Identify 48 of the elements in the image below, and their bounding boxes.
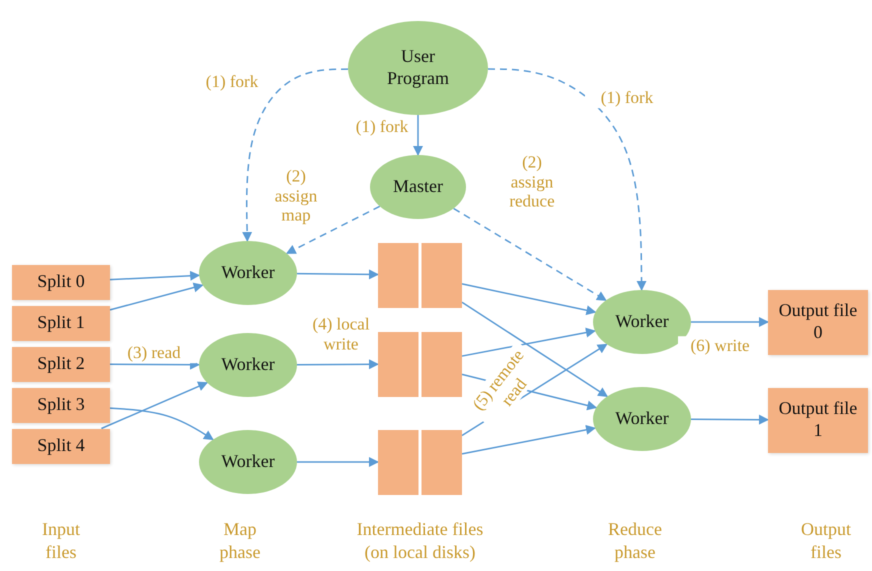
arrow <box>462 283 596 316</box>
arrow <box>462 424 596 455</box>
dashed-arrow <box>286 206 380 254</box>
arrow <box>296 269 379 280</box>
arrow <box>110 407 214 440</box>
file-box <box>768 388 868 452</box>
node-label: Output file 1 <box>778 398 858 442</box>
node-label: User Program <box>386 46 450 90</box>
arrow <box>691 414 769 425</box>
arrow <box>462 328 596 357</box>
column-caption: Map phase <box>218 518 262 564</box>
node-label: Split 1 <box>37 312 85 334</box>
file-box <box>12 346 110 382</box>
ellipse-node <box>593 290 691 354</box>
arrow <box>413 115 423 156</box>
dashed-arrow <box>453 208 607 301</box>
node-label: Worker <box>615 311 669 333</box>
dashed-arrow <box>242 68 348 242</box>
node-label: Worker <box>615 408 669 430</box>
arrow <box>691 317 769 327</box>
node-label: Split 3 <box>37 394 85 416</box>
node-label: Split 2 <box>37 353 85 375</box>
node-label: Output file 0 <box>778 300 858 344</box>
arrow <box>462 302 608 398</box>
file-box <box>12 306 110 340</box>
node-label: Split 4 <box>37 435 85 457</box>
arrow <box>297 457 379 467</box>
arrow <box>110 282 204 311</box>
arrow <box>297 359 379 370</box>
column-caption: Intermediate files (on local disks) <box>356 518 484 564</box>
node-label: Worker <box>221 451 275 473</box>
column-caption: Reduce phase <box>607 518 663 564</box>
column-caption: Output files <box>800 518 852 564</box>
file-box <box>768 290 868 354</box>
intermediate-file-box <box>378 332 462 396</box>
node-label: Worker <box>221 354 275 376</box>
arrow <box>110 270 200 281</box>
intermediate-file-box <box>378 430 462 494</box>
file-box <box>12 264 110 300</box>
intermediate-file-box <box>378 242 462 308</box>
file-box <box>12 388 110 422</box>
node-label: Split 0 <box>37 271 85 293</box>
dashed-arrow <box>488 68 647 291</box>
node-label: Master <box>393 176 443 198</box>
node-label: Worker <box>221 262 275 284</box>
arrow <box>101 382 208 430</box>
column-caption: Input files <box>41 518 81 564</box>
file-box <box>12 428 110 464</box>
